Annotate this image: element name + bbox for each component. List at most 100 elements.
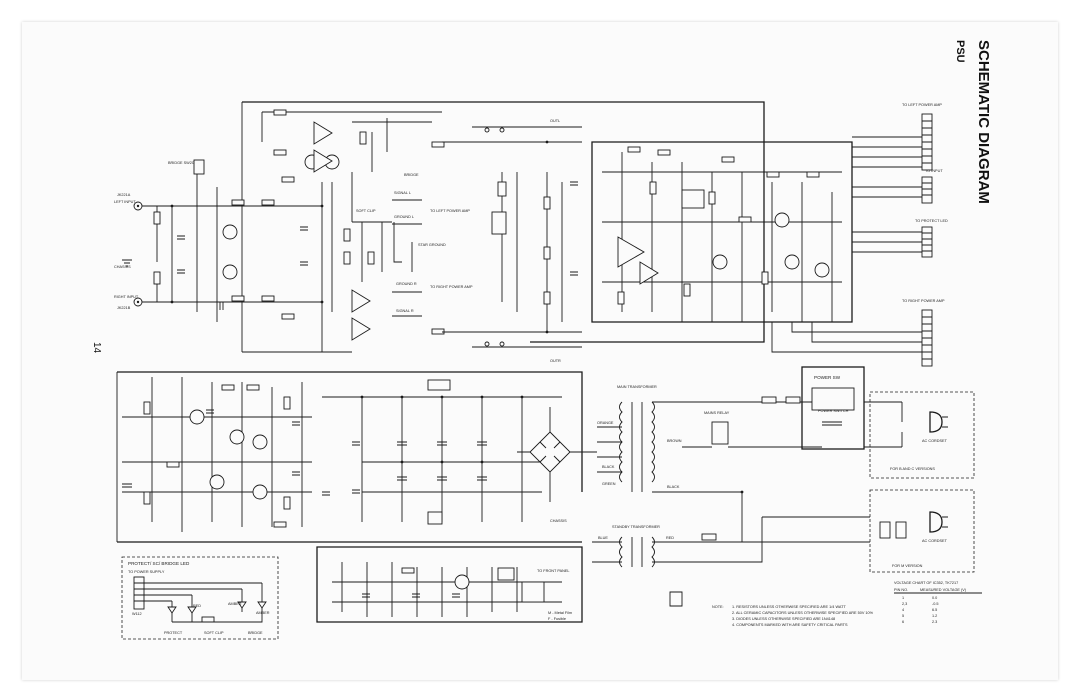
vc-row2-v: -0.5 — [932, 602, 939, 606]
to-protect-led-label: TO PROTECT LED — [915, 219, 948, 223]
bridge-rectifier — [529, 431, 571, 473]
voltage-chart-title: VOLTAGE CHART OF IC352, TK7217 — [894, 581, 958, 585]
to-left-power-amp-label: TO LEFT POWER AMP — [902, 103, 942, 107]
vc-row5-pin: 6 — [902, 620, 904, 624]
ac-cordset-bc: AC CORDSET FOR B AND C VERSIONS — [869, 391, 975, 479]
schematic-sheet: SCHEMATIC DIAGRAM PSU 1 4 JK221A LEFT INP… — [22, 22, 1058, 680]
to-right-power-amp-mid: TO RIGHT POWER AMP — [430, 285, 473, 289]
left-power-amp-connector: TO LEFT POWER AMP — [902, 103, 942, 171]
input-resistors — [153, 176, 295, 320]
led-protect-label: PROTECT — [164, 631, 183, 635]
wire-blue-label: BLUE — [598, 536, 608, 540]
protect-resistors — [273, 109, 445, 335]
protect-led-connector: TO PROTECT LED — [915, 219, 948, 258]
w112-label: W112 — [132, 612, 142, 616]
note-4: 4. COMPONENTS MARKED WITH ARE SAFETY CRI… — [732, 623, 848, 627]
mains-relay-label: MAINS RELAY — [704, 411, 730, 415]
led-bridge-label: BRIDGE — [248, 631, 263, 635]
to-front-panel-label: TO FRONT PANEL — [537, 569, 570, 573]
outl-label: OUTL — [550, 119, 560, 123]
schematic-drawing: SCHEMATIC DIAGRAM PSU 1 4 JK221A LEFT INP… — [91, 40, 992, 640]
wire-red-label: RED — [666, 536, 674, 540]
standby-components — [362, 567, 545, 603]
standby-transformer: STANDBY TRANSFORMER — [612, 525, 660, 568]
legend-fusible: F - Fusible — [548, 617, 566, 621]
page-title: SCHEMATIC DIAGRAM — [975, 40, 992, 204]
chassis-label: CHASSIS — [114, 265, 131, 269]
left-input-jack: JK221A LEFT INPUT — [114, 193, 143, 211]
vc-row4-v: 1.2 — [932, 614, 937, 618]
filter-capacitors — [397, 379, 487, 525]
right-input-jack: RIGHT INPUT JK221B — [114, 295, 143, 310]
right-input-label: RIGHT INPUT — [114, 295, 139, 299]
vc-row3-pin: 4 — [902, 608, 904, 612]
main-transformer-label: MAIN TRANSFORMER — [617, 385, 657, 389]
psu-chassis-label: CHASSIS — [550, 519, 567, 523]
psu-left-resistors — [143, 384, 291, 528]
signal-r-label: SIGNAL R — [396, 309, 414, 313]
notes-label: NOTE: — [712, 605, 724, 609]
protect-transistors — [682, 192, 830, 278]
note-3: 3. DIODES UNLESS OTHERWISE SPECIFIED ARE… — [732, 617, 835, 621]
led-soft-clip-label: SOFT CLIP — [204, 631, 224, 635]
protect-resistor-array — [617, 146, 820, 305]
bridge-switch-label: BRIDGE SW201A — [168, 161, 199, 165]
notes-block: M - Metal Film F - Fusible NOTE: 1. RESI… — [548, 591, 874, 627]
input-connector: TO INPUT — [921, 169, 943, 204]
voltage-chart: VOLTAGE CHART OF IC352, TK7217 PIN NO. M… — [894, 581, 982, 624]
note-2: 2. ALL CERAMIC CAPACITORS UNLESS OTHERWI… — [732, 611, 874, 615]
psu-left-capacitors — [122, 409, 360, 496]
power-sw-title: POWER SW — [814, 375, 841, 380]
led-amber-label-1: AMBER — [228, 602, 242, 606]
right-power-amp-connector: TO RIGHT POWER AMP — [902, 299, 945, 367]
power-switch-label: POWER SWITCH — [818, 409, 849, 413]
vc-header-pin: PIN NO. — [894, 588, 908, 592]
vc-row2-pin: 2,3 — [902, 602, 907, 606]
protect-ic — [617, 236, 659, 285]
page-subtitle: PSU — [954, 40, 966, 63]
wire-black-label-2: BLACK — [667, 485, 680, 489]
protect-op-amps — [313, 121, 371, 341]
soft-clip-label: SOFT CLIP — [356, 209, 376, 213]
vc-row3-v: 6.5 — [932, 608, 937, 612]
junction-dots — [170, 140, 744, 494]
ground-l-label: GROUND L — [394, 215, 414, 219]
legend-metal-film: M - Metal Film — [548, 611, 572, 615]
output-relay-contacts — [484, 127, 507, 347]
wire-brown-label: BROWN — [667, 439, 682, 443]
wire-green-label: GREEN — [602, 482, 616, 486]
vc-row5-v: 2.3 — [932, 620, 937, 624]
vc-row1-v: 0.0 — [932, 596, 937, 600]
jk221b-label: JK221B — [117, 306, 131, 310]
ac-cordset-m: AC CORDSET FOR M VERSION — [869, 489, 975, 573]
vc-header-voltage: MEASURED VOLTAGE (V) — [920, 588, 967, 592]
led-red-label: RED — [193, 604, 201, 608]
standby-transformer-label: STANDBY TRANSFORMER — [612, 525, 660, 529]
protect-led-board: PROTECT/ SC/ BRIDGE LED TO POWER SUPPLY … — [121, 556, 279, 640]
psu-regulator-transistors — [189, 409, 268, 500]
main-transformer: MAIN TRANSFORMER — [617, 385, 657, 492]
wire-orange-label: ORANGE — [597, 421, 614, 425]
note-1: 1. RESISTORS UNLESS OTHERWISE SPECIFIED … — [732, 605, 846, 609]
wire-black-label-1: BLACK — [602, 465, 615, 469]
to-left-power-amp-mid: TO LEFT POWER AMP — [430, 209, 470, 213]
outr-label: OUTR — [550, 359, 561, 363]
ac-cordset-label-1: AC CORDSET — [922, 439, 948, 443]
to-right-power-amp-label: TO RIGHT POWER AMP — [902, 299, 945, 303]
power-switch-block: POWER SW POWER SWITCH — [801, 366, 865, 450]
ground-r-label: GROUND R — [396, 282, 417, 286]
protect-box-title: PROTECT/ SC/ BRIDGE LED — [128, 561, 190, 566]
to-input-label: TO INPUT — [925, 169, 943, 173]
signal-l-label: SIGNAL L — [394, 191, 411, 195]
jk221a-label: JK221A — [117, 193, 131, 197]
for-b-c-versions-label: FOR B AND C VERSIONS — [890, 467, 935, 471]
ac-cordset-label-2: AC CORDSET — [922, 539, 948, 543]
vc-row4-pin: 5 — [902, 614, 904, 618]
bridge-label: BRIDGE — [404, 173, 419, 177]
input-capacitors — [177, 226, 308, 310]
vc-row1-pin: 1 — [902, 596, 904, 600]
to-power-supply-label: TO POWER SUPPLY — [128, 570, 165, 574]
for-m-version-label: FOR M VERSION — [892, 564, 923, 568]
mains-relay: MAINS RELAY — [682, 411, 822, 448]
